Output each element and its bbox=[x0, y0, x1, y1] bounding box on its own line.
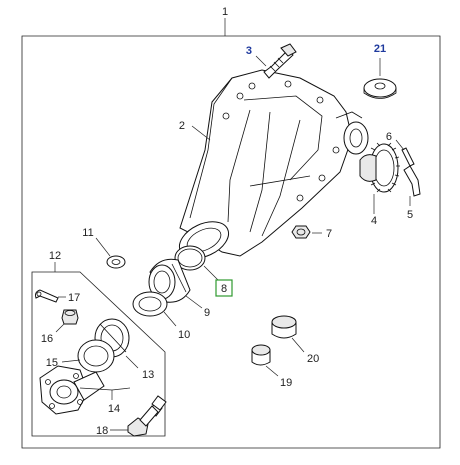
key-part-5[interactable] bbox=[403, 165, 421, 197]
callout-13[interactable]: 13 bbox=[142, 369, 154, 381]
callout-5[interactable]: 5 bbox=[407, 209, 413, 221]
bolt-part-3[interactable] bbox=[263, 43, 297, 79]
bush-part-20[interactable] bbox=[271, 315, 297, 339]
callout-2[interactable]: 2 bbox=[179, 120, 185, 132]
o-ring-part-8[interactable] bbox=[174, 245, 206, 271]
callout-8[interactable]: 8 bbox=[221, 283, 227, 295]
seal-part-10[interactable] bbox=[132, 291, 168, 317]
callout-19[interactable]: 19 bbox=[280, 377, 292, 389]
callout-7[interactable]: 7 bbox=[326, 228, 332, 240]
flange-seal-part-15[interactable] bbox=[77, 339, 115, 373]
callout-21[interactable]: 21 bbox=[374, 43, 386, 55]
ring-gear-part-4[interactable] bbox=[359, 142, 400, 193]
split-pin-part-17[interactable] bbox=[35, 289, 59, 303]
sub-assembly-frame bbox=[31, 262, 166, 437]
washer-part-11[interactable] bbox=[106, 255, 126, 269]
callout-20[interactable]: 20 bbox=[307, 353, 319, 365]
pin-part-6[interactable] bbox=[401, 147, 415, 167]
differential-housing[interactable] bbox=[174, 69, 369, 265]
callout-4[interactable]: 4 bbox=[371, 215, 377, 227]
callout-17[interactable]: 17 bbox=[68, 292, 80, 304]
callout-16[interactable]: 16 bbox=[41, 333, 53, 345]
callout-1[interactable]: 1 bbox=[222, 6, 228, 18]
flange-part-14[interactable] bbox=[39, 365, 105, 415]
callout-9[interactable]: 9 bbox=[204, 307, 210, 319]
nut-part-7[interactable] bbox=[291, 225, 311, 239]
highlight-box-part-8 bbox=[215, 279, 233, 297]
washer-part-21[interactable] bbox=[363, 78, 397, 99]
callout-10[interactable]: 10 bbox=[178, 329, 190, 341]
bearing-part-9[interactable] bbox=[148, 258, 191, 303]
bush-part-19[interactable] bbox=[251, 344, 271, 366]
callout-6[interactable]: 6 bbox=[386, 131, 392, 143]
castle-nut-part-16[interactable] bbox=[61, 309, 79, 325]
callout-12[interactable]: 12 bbox=[49, 250, 61, 262]
callout-18[interactable]: 18 bbox=[96, 425, 108, 437]
assembly-frame bbox=[21, 18, 441, 449]
bolt-part-18[interactable] bbox=[127, 395, 167, 437]
callout-11[interactable]: 11 bbox=[82, 227, 93, 239]
callout-14[interactable]: 14 bbox=[108, 403, 120, 415]
callout-3[interactable]: 3 bbox=[246, 45, 252, 57]
callout-15[interactable]: 15 bbox=[46, 357, 58, 369]
